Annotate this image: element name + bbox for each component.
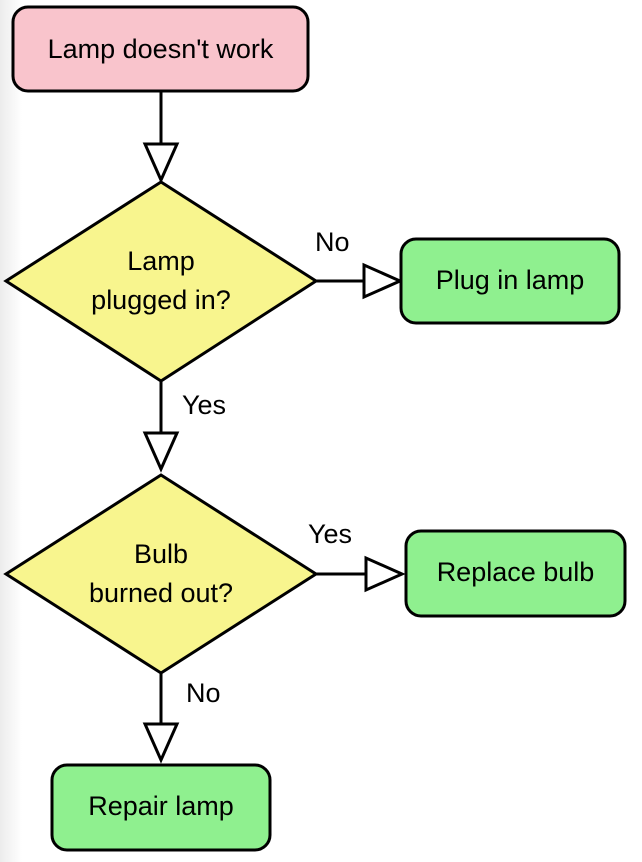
edge-bulb-to-replace-arrowhead [364,555,406,593]
start-node-label: Lamp doesn't work [48,34,274,64]
decision-bulb-burned-out-line-1: Bulb [134,539,188,569]
edge-label-bulb-no: No [186,678,221,708]
action-repair-lamp-label: Repair lamp [88,791,234,821]
edge-label-plugged-yes: Yes [182,390,226,420]
decision-plugged-in [3,180,319,383]
edge-label-bulb-yes: Yes [308,519,352,549]
action-replace-bulb [404,529,627,618]
edge-bulb-to-repair-arrowhead [142,722,180,764]
left-edge-shadow [0,0,22,862]
action-repair-lamp [50,763,272,852]
decision-plugged-in-line-1: Lamp [127,246,195,276]
decision-bulb-burned-out [3,473,319,675]
action-plug-in-lamp [399,237,621,325]
start-node [11,5,310,93]
decision-plugged-in-line-2: plugged in? [91,285,231,315]
edge-plugged-to-plugin-arrowhead [362,262,404,300]
action-plug-in-lamp-label: Plug in lamp [436,265,585,295]
edge-start-to-plugged-arrowhead [142,142,180,184]
edge-plugged-to-bulb-arrowhead [142,431,180,473]
edge-label-plugged-no: No [315,227,350,257]
action-replace-bulb-label: Replace bulb [437,557,595,587]
decision-bulb-burned-out-line-2: burned out? [89,578,233,608]
